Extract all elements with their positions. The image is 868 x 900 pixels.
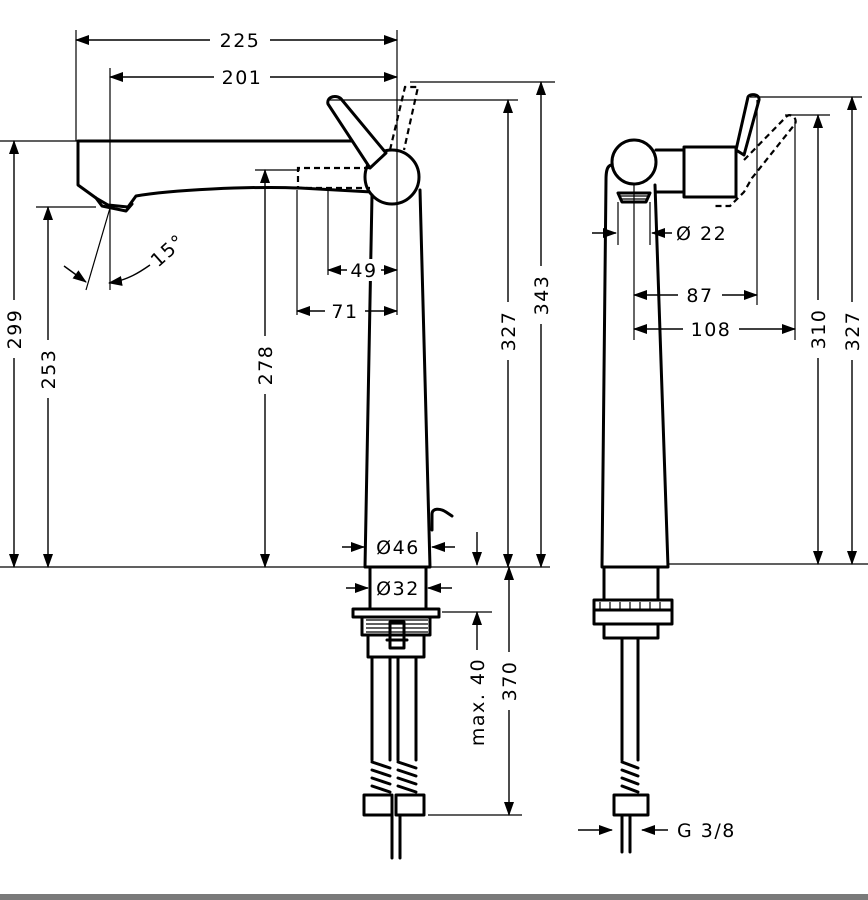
mount-bolt [385,620,409,650]
hose-braid-right [396,760,418,794]
hose-nut-left [362,793,394,817]
side-body-outline [600,163,670,569]
threaded-rod [390,813,402,860]
supply-hose-left [370,655,392,762]
label-253: 253 [38,349,60,390]
label-108: 108 [691,319,732,341]
dimension-labels: 225 201 15° 49 71 299 253 278 327 343 Ø4… [3,28,864,842]
side-hose [620,636,640,762]
label-49: 49 [350,260,377,282]
side-washer-teeth [599,602,661,610]
label-87: 87 [686,285,713,307]
mount-threads [366,619,428,633]
hose-braid-left [370,760,392,794]
lever-dashed-up [388,85,420,151]
label-299: 299 [4,309,26,350]
lever-dashed-back [296,166,370,190]
hose-nut-right [394,793,426,817]
side-aerator [616,191,652,204]
label-71: 71 [331,301,358,323]
side-spout-head [610,138,658,186]
aerator [94,196,134,213]
bottom-frame [0,894,868,900]
side-view [592,93,797,854]
side-lever-dashed [712,114,797,208]
label-diameter-22: Ø 22 [676,223,727,245]
side-lever-connector [654,148,686,194]
label-310: 310 [808,309,830,350]
label-g-3-8: G 3/8 [677,820,736,842]
side-rod [620,813,632,854]
supply-hose-right [396,655,418,762]
label-278: 278 [255,345,277,386]
label-327: 327 [498,311,520,352]
label-370: 370 [499,661,521,702]
label-15-degrees: 15° [147,230,190,272]
side-lever-housing [682,145,738,199]
label-201: 201 [222,67,263,89]
label-327-side: 327 [842,311,864,352]
mount-nut [366,633,426,659]
lever-arm [326,95,388,170]
side-hose-braid [620,760,640,794]
lever-hub [363,148,421,206]
label-diameter-32: Ø32 [376,578,420,600]
side-lever-arm [734,93,761,157]
side-hose-nut [612,793,650,817]
side-plate [592,608,674,626]
label-343: 343 [531,275,553,316]
label-max-40: max. 40 [467,658,489,746]
pop-up-lever [430,507,454,532]
spout-outline [76,139,374,209]
label-diameter-46: Ø46 [376,537,420,559]
side-nut [602,622,660,640]
label-225: 225 [220,30,261,52]
side-shank [602,565,660,602]
